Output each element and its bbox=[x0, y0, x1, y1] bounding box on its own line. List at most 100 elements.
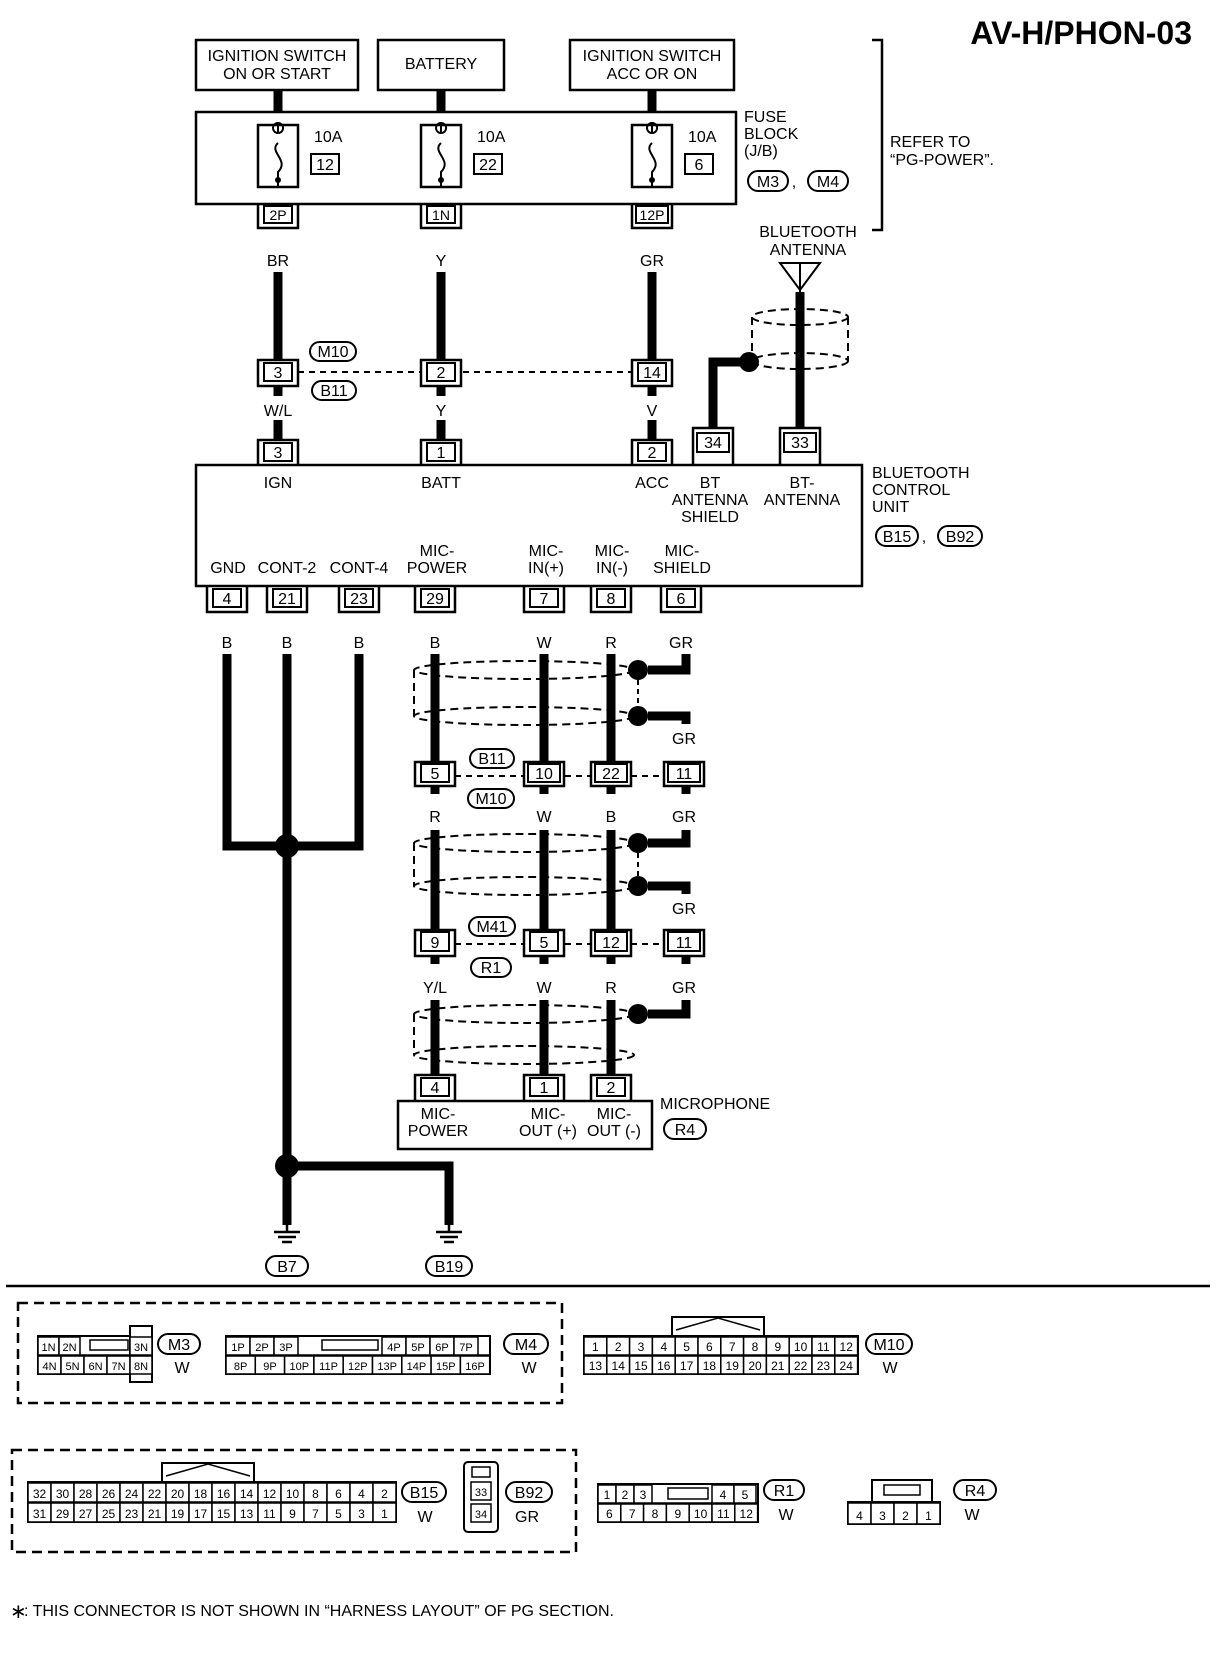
connector-r4-tag: R4 bbox=[675, 1122, 696, 1139]
m4-pin-16P: 16P bbox=[465, 1361, 485, 1373]
b15-pin-7: 7 bbox=[312, 1507, 319, 1521]
connector-group-1 bbox=[16, 1301, 564, 1405]
label-mic-shield-1: MIC- bbox=[665, 543, 700, 560]
b15-pin-6: 6 bbox=[335, 1487, 342, 1501]
unit-pin-7: 7 bbox=[540, 591, 549, 608]
ground-b19-wire: B bbox=[444, 1198, 455, 1215]
connector-b7-tag: B7 bbox=[277, 1259, 297, 1276]
connector-b19-tag: B19 bbox=[435, 1259, 464, 1276]
m3-pin-4N: 4N bbox=[42, 1361, 56, 1373]
m10-pin-10: 10 bbox=[794, 1340, 808, 1354]
wire-color-gr-3: GR bbox=[672, 980, 696, 997]
unit-pin-3: 3 bbox=[274, 445, 283, 462]
microphone-label: MICROPHONE bbox=[660, 1096, 770, 1113]
unit-pin-1: 1 bbox=[437, 445, 446, 462]
b15-pin-3: 3 bbox=[358, 1507, 365, 1521]
b15-pin-24: 24 bbox=[125, 1487, 139, 1501]
m3-id: M3 bbox=[168, 1337, 190, 1354]
m4-pin-16P-cell bbox=[459, 1355, 491, 1375]
svg-text:BLUETOOTH: BLUETOOTH bbox=[759, 224, 857, 241]
b15-pin-11: 11 bbox=[263, 1507, 276, 1521]
ignition-on-start-line1: IGNITION SWITCH bbox=[208, 48, 347, 65]
label-batt: BATT bbox=[421, 475, 461, 492]
svg-text:(J/B): (J/B) bbox=[744, 143, 778, 160]
shield-wire-gr-2: GR bbox=[672, 901, 696, 918]
wire-color-b-1: B bbox=[606, 809, 617, 826]
upper-harness-wires bbox=[273, 272, 657, 360]
b15-pin-12: 12 bbox=[263, 1487, 277, 1501]
m4-pin-5P: 5P bbox=[411, 1342, 424, 1354]
m10-pin-21: 21 bbox=[771, 1359, 785, 1373]
m10-pin-1: 1 bbox=[592, 1340, 599, 1354]
label-mic-shield-2: SHIELD bbox=[653, 560, 711, 577]
mic-shield-middle: GR bbox=[413, 786, 696, 918]
r1-pin-11: 11 bbox=[717, 1507, 730, 1521]
mic-pin-1: 1 bbox=[540, 1080, 549, 1097]
r1-pin-5: 5 bbox=[742, 1488, 749, 1502]
mic-wires bbox=[430, 654, 616, 1075]
b15-pin-2-cell bbox=[372, 1482, 397, 1503]
battery-label: BATTERY bbox=[405, 56, 478, 73]
refer-line2: “PG-POWER”. bbox=[890, 152, 994, 169]
wire-color-gr: GR bbox=[640, 253, 664, 270]
svg-text:,: , bbox=[792, 174, 796, 191]
fuse-block-label: FUSE BLOCK (J/B) M3 , M4 bbox=[744, 109, 849, 192]
m3-color: W bbox=[174, 1360, 190, 1377]
m4-pin-11P: 11P bbox=[319, 1361, 338, 1373]
b11-pin-22: 22 bbox=[602, 766, 620, 783]
microphone: 4 1 2 MIC- POWER MIC- OUT (+) MIC- OUT (… bbox=[396, 1073, 770, 1151]
b15-pin-23: 23 bbox=[125, 1507, 139, 1521]
m3-pin-1N: 1N bbox=[41, 1342, 55, 1354]
b15-pin-31: 31 bbox=[33, 1507, 47, 1521]
label-cont-4: CONT-4 bbox=[330, 560, 389, 577]
label-gnd: GND bbox=[210, 560, 246, 577]
m10-pin-2: 2 bbox=[437, 365, 446, 382]
connector-m41-tag: M41 bbox=[476, 919, 507, 936]
b15-pin-26: 26 bbox=[102, 1487, 116, 1501]
connector-view-b92: 33 34 B92 GR bbox=[463, 1461, 553, 1533]
unit-pin-23: 23 bbox=[350, 591, 368, 608]
unit-input-wires bbox=[273, 386, 657, 440]
b15-pin-14: 14 bbox=[240, 1487, 254, 1501]
b15-pin-16: 16 bbox=[217, 1487, 231, 1501]
label-mic-power-2: POWER bbox=[407, 560, 467, 577]
m3-pin-2N-cell bbox=[58, 1336, 81, 1356]
m4-color: W bbox=[521, 1360, 537, 1377]
m41-pin-9: 9 bbox=[431, 935, 440, 952]
r1-pin-9: 9 bbox=[674, 1507, 681, 1521]
unit-pin-8: 8 bbox=[607, 591, 616, 608]
page-title: AV-H/PHON-03 bbox=[970, 15, 1192, 51]
ground-splice-lower bbox=[275, 1154, 299, 1178]
connector-r1-tag: R1 bbox=[481, 960, 502, 977]
m10-pin-12-cell bbox=[834, 1336, 859, 1356]
m4-pin-3P-cell bbox=[273, 1336, 299, 1356]
m10-pin-20: 20 bbox=[748, 1359, 762, 1373]
r1-pin-4: 4 bbox=[720, 1488, 727, 1502]
b15-pin-4: 4 bbox=[358, 1487, 365, 1501]
wire-color-micpower-b: B bbox=[430, 635, 441, 652]
label-bt-shield-2: ANTENNA bbox=[672, 492, 749, 509]
fuse-block: 10A 12 10A 22 10A 6 bbox=[194, 110, 738, 206]
b15-pin-19: 19 bbox=[171, 1507, 185, 1521]
b15-pin-17: 17 bbox=[194, 1507, 208, 1521]
ground-b19: B B19 bbox=[425, 1198, 473, 1277]
unit-bottom-pins: 4 21 23 29 7 8 6 bbox=[205, 586, 703, 614]
connector-m10-tag: M10 bbox=[317, 344, 348, 361]
m4-pin-1P: 1P bbox=[231, 1342, 244, 1354]
fuse-6-amp: 10A bbox=[688, 129, 717, 146]
m10-pin-6: 6 bbox=[706, 1340, 713, 1354]
m10-pin-8: 8 bbox=[752, 1340, 759, 1354]
label-mic-in-minus-1: MIC- bbox=[595, 543, 630, 560]
m10-pin-13: 13 bbox=[589, 1359, 603, 1373]
m4-pin-7P: 7P bbox=[459, 1342, 472, 1354]
m3-pin-2N: 2N bbox=[62, 1342, 76, 1354]
b15-pin-1: 1 bbox=[381, 1507, 388, 1521]
wire-color-w-2: W bbox=[536, 980, 552, 997]
footnote: : THIS CONNECTOR IS NOT SHOWN IN “HARNES… bbox=[24, 1603, 614, 1620]
ground-splice-upper bbox=[275, 834, 299, 858]
b11-pin-11: 11 bbox=[676, 766, 693, 783]
svg-text:UNIT: UNIT bbox=[872, 499, 910, 516]
m10-pin-3: 3 bbox=[274, 365, 283, 382]
m10-pin-24: 24 bbox=[840, 1359, 854, 1373]
b15-pin-22: 22 bbox=[148, 1487, 162, 1501]
